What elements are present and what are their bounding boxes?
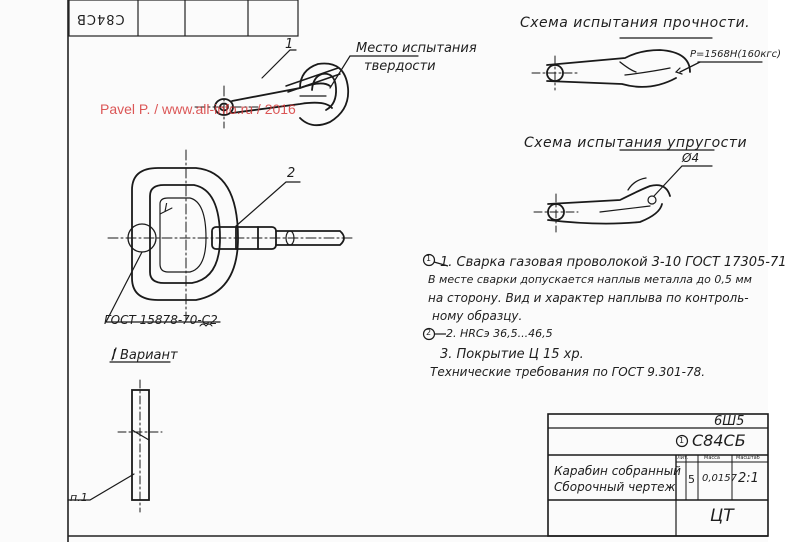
title-block-name-1: Карабин собранный [554,464,681,478]
title-block-mass-value: 0,0157 [702,473,737,484]
title-block-name-2: Сборочный чертеж [554,480,676,494]
title-block-org: ЦТ [710,506,734,526]
callout-part-2: 2 [287,166,296,181]
d-ring-assembly [105,149,353,327]
note-3: 3. Покрытие Ц 15 хр. [440,347,584,362]
technical-drawing [67,0,769,542]
watermark-text: Pavel P. / www.all-info.ru / 2016 [100,101,296,117]
carabiner-top-view [194,49,419,129]
note-markers [422,253,449,341]
top-stamp-frame [68,0,299,37]
note-marker-1: 1 [426,254,432,263]
elastic-scheme-title: Схема испытания упругости [524,135,748,151]
top-stamp-code: C84CB [76,11,125,26]
title-block-code: 6Ш5 [714,414,745,429]
title-block-designation: С84СБ [692,431,746,450]
note-1-line-1: 1. Сварка газовая проволокой 3-10 ГОСТ 1… [440,255,787,270]
reference-label: п.1 [70,491,88,504]
variant-label: I Вариант [112,348,178,363]
note-1-line-2: В месте сварки допускается наплыв металл… [428,273,752,286]
strength-scheme-title: Схема испытания прочности. [520,15,751,31]
note-4: Технические требования по ГОСТ 9.301-78. [430,365,706,379]
title-block-mass-header: Масса [704,455,720,461]
callout-hardness-2: твердости [364,59,436,74]
callout-view-i: I [164,201,168,215]
title-block-frame [547,413,769,537]
callout-part-1: 1 [285,37,294,52]
elastic-test-scheme [533,149,715,233]
title-block-lit-header: Лит. [677,455,689,461]
callout-hardness-1: Место испытания [356,41,477,56]
strength-test-scheme [531,37,763,91]
note-1-line-4: ному образцу. [432,309,523,323]
title-block-lit-value: 5 [688,473,695,486]
elastic-diameter-label: Ø4 [682,151,700,165]
variant-detail [67,347,171,513]
note-2: 2. HRCэ 36,5...46,5 [446,327,553,340]
note-marker-2: 2 [426,328,432,337]
drawing-sheet: C84CB Pavel P. / www.all-info.ru / 2016 … [67,0,787,542]
strength-load-label: Р=1568Н(160кгс) [690,49,782,60]
title-block-scale-header: Масштаб [736,455,760,461]
callout-gost-weld: ГОСТ 15878-70-С2 [104,313,218,327]
note-1-line-3: на сторону. Вид и характер наплыва по ко… [428,291,749,305]
title-block-scale-value: 2:1 [738,471,759,486]
title-block-marker: 1 [679,436,685,445]
